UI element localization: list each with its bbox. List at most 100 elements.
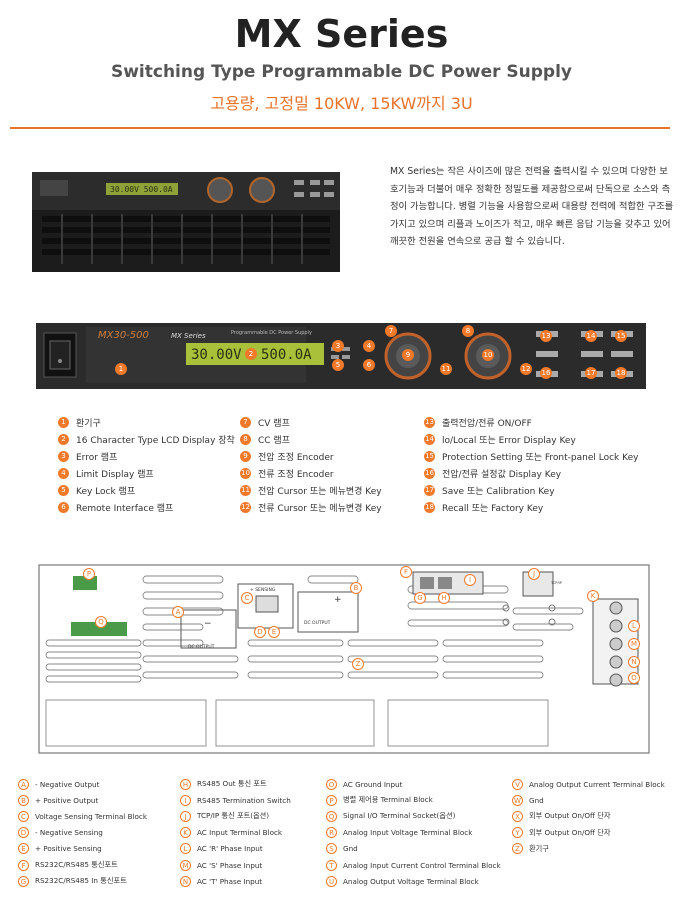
header-divider — [10, 127, 670, 129]
rear-callout-f: F — [400, 566, 412, 578]
callout-1: 1 — [115, 363, 127, 375]
rear-callout-i: I — [464, 574, 476, 586]
legend-item: D- Negative Sensing — [18, 825, 178, 841]
front-panel-diagram: MX30-500 MX Series Programmable DC Power… — [36, 323, 646, 389]
product-description: MX Series는 작은 사이즈에 많은 전력을 출력시킬 수 있으며 다양한… — [390, 166, 674, 248]
legend-item: B+ Positive Output — [18, 792, 178, 808]
callout-13: 13 — [540, 330, 552, 342]
rear-callout-p: P — [83, 568, 95, 580]
front-panel-series: MX Series — [171, 332, 206, 340]
callout-5: 5 — [332, 359, 344, 371]
callout-10: 10 — [482, 349, 494, 361]
rear-callout-d: D — [254, 626, 266, 638]
sensing-label: + SENSING — [250, 587, 276, 593]
rear-callout-q: Q — [95, 616, 107, 628]
page-subtitle-korean: 고용량, 고정밀 10KW, 15KW까지 3U — [210, 94, 473, 113]
dc-output-plus: + — [334, 595, 342, 605]
legend-item: E+ Positive Sensing — [18, 841, 178, 857]
dc-output-label-right: DC OUTPUT — [304, 620, 331, 626]
rear-callout-m: M — [628, 638, 640, 650]
rear-callout-l: L — [628, 620, 640, 632]
callout-2: 2 — [245, 348, 257, 360]
product-photo: 30.00V 500.0A — [32, 172, 340, 272]
lcd-current: 500.0A — [261, 347, 312, 363]
callout-14: 14 — [585, 330, 597, 342]
callout-17: 17 — [585, 367, 597, 379]
legend-item: A- Negative Output — [18, 776, 178, 792]
callout-12: 12 — [520, 363, 532, 375]
rear-callout-h: H — [438, 592, 450, 604]
callout-15: 15 — [615, 330, 627, 342]
page-title: MX Series — [234, 12, 449, 56]
lcd-voltage: 30.00V — [191, 347, 242, 363]
rear-callout-g: G — [414, 592, 426, 604]
callout-16: 16 — [540, 367, 552, 379]
callout-4: 4 — [363, 340, 375, 352]
rear-panel-diagram: DC OUTPUT − + SENSING DC OUTPUT + TCP/IP… — [38, 564, 650, 754]
callout-11: 11 — [440, 363, 452, 375]
callout-3: 3 — [332, 340, 344, 352]
callout-7: 7 — [385, 325, 397, 337]
rear-callout-k: K — [587, 590, 599, 602]
rear-callout-o: O — [628, 672, 640, 684]
callout-9: 9 — [402, 349, 414, 361]
rear-callout-c: C — [241, 592, 253, 604]
front-panel-model: MX30-500 — [98, 330, 149, 341]
rear-callout-a: A — [172, 606, 184, 618]
rear-callout-j: J — [528, 568, 540, 580]
rear-callout-e: E — [268, 626, 280, 638]
svg-text:30.00V 500.0A: 30.00V 500.0A — [110, 185, 173, 194]
callout-8: 8 — [462, 325, 474, 337]
rear-callout-z: Z — [352, 658, 364, 670]
callout-18: 18 — [615, 367, 627, 379]
front-panel-product-label: Programmable DC Power Supply — [231, 330, 312, 336]
tcpip-port-label: TCP/IP — [550, 581, 562, 585]
rear-callout-b: B — [350, 582, 362, 594]
page-subtitle: Switching Type Programmable DC Power Sup… — [110, 62, 573, 82]
